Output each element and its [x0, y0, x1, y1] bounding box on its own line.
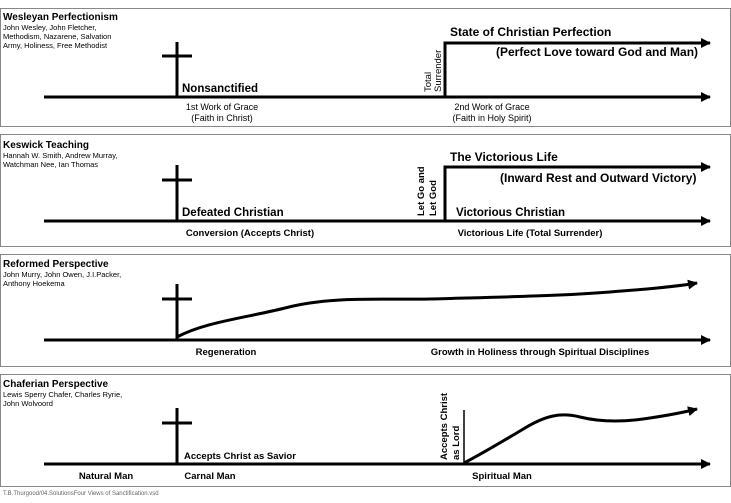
lower-right-label: Victorious Christian	[456, 207, 565, 219]
cross-icon	[162, 42, 192, 97]
axis-far-left-label: Natural Man	[79, 471, 134, 482]
vertical-label-line: Surrender	[433, 50, 444, 92]
panel-authors-line: Anthony Hoekema	[3, 279, 66, 288]
vertical-label-line: as Lord	[451, 425, 462, 460]
axis-right-label: Spiritual Man	[472, 471, 532, 482]
vertical-label-line: Let God	[428, 180, 439, 216]
lower-left-label: Nonsanctified	[182, 83, 258, 95]
panel-title: Keswick Teaching	[3, 140, 89, 151]
axis-right-label: 2nd Work of Grace	[454, 102, 529, 112]
upper-sublabel: (Perfect Love toward God and Man)	[496, 45, 698, 59]
panel-authors-line: Methodism, Nazarene, Salvation	[3, 32, 111, 41]
panel-wesleyan: Wesleyan Perfectionism John Wesley, John…	[3, 12, 711, 123]
axis-left-label: (Faith in Christ)	[191, 113, 253, 123]
panel-keswick: Keswick Teaching Hannah W. Smith, Andrew…	[3, 140, 711, 239]
panel-reformed: Reformed Perspective John Murry, John Ow…	[3, 259, 711, 358]
lower-left-label: Defeated Christian	[182, 207, 284, 219]
cross-label: Accepts Christ as Savior	[184, 451, 296, 462]
vertical-label-line: Accepts Christ	[439, 392, 450, 460]
panel-authors-line: John Wesley, John Fletcher,	[3, 23, 97, 32]
axis-right-label: (Faith in Holy Spirit)	[452, 113, 531, 123]
cross-icon	[162, 408, 192, 464]
axis-right-label: Growth in Holiness through Spiritual Dis…	[431, 347, 650, 358]
axis-right-label: Victorious Life (Total Surrender)	[458, 228, 603, 239]
upper-label: State of Christian Perfection	[450, 25, 611, 39]
upper-path-arrow	[443, 38, 711, 97]
panel-authors-line: John Murry, John Owen, J.I.Packer,	[3, 270, 121, 279]
upper-sublabel: (Inward Rest and Outward Victory)	[500, 171, 696, 185]
axis-left-label: Regeneration	[196, 347, 257, 358]
cross-icon	[162, 165, 192, 221]
axis-left-label: Conversion (Accepts Christ)	[186, 228, 314, 239]
upper-label: The Victorious Life	[450, 150, 558, 164]
cross-icon	[162, 284, 192, 340]
axis-left-label: Carnal Man	[184, 471, 235, 482]
panel-authors-line: Watchman Nee, Ian Thomas	[3, 160, 98, 169]
growth-curve-arrow	[463, 406, 698, 465]
vertical-label-line: Let Go and	[416, 166, 427, 216]
panel-title: Chaferian Perspective	[3, 379, 108, 390]
panel-authors-line: Lewis Sperry Chafer, Charles Ryrie,	[3, 390, 122, 399]
panel-title: Wesleyan Perfectionism	[3, 12, 118, 23]
footer-file-path: T.B.Thurgood/04.SolutionsFour Views of S…	[3, 491, 159, 497]
panel-authors-line: Army, Holiness, Free Methodist	[3, 41, 108, 50]
upper-path-arrow	[443, 162, 711, 221]
panel-authors-line: John Wolvoord	[3, 399, 53, 408]
panel-wesleyan-frame	[0, 8, 731, 127]
panel-authors-line: Hannah W. Smith, Andrew Murray,	[3, 151, 118, 160]
panel-title: Reformed Perspective	[3, 259, 109, 270]
panel-chaferian: Chaferian Perspective Lewis Sperry Chafe…	[3, 379, 711, 482]
axis-left-label: 1st Work of Grace	[186, 102, 258, 112]
vertical-label-line: Total	[423, 72, 434, 92]
growth-curve-arrow	[176, 279, 698, 339]
